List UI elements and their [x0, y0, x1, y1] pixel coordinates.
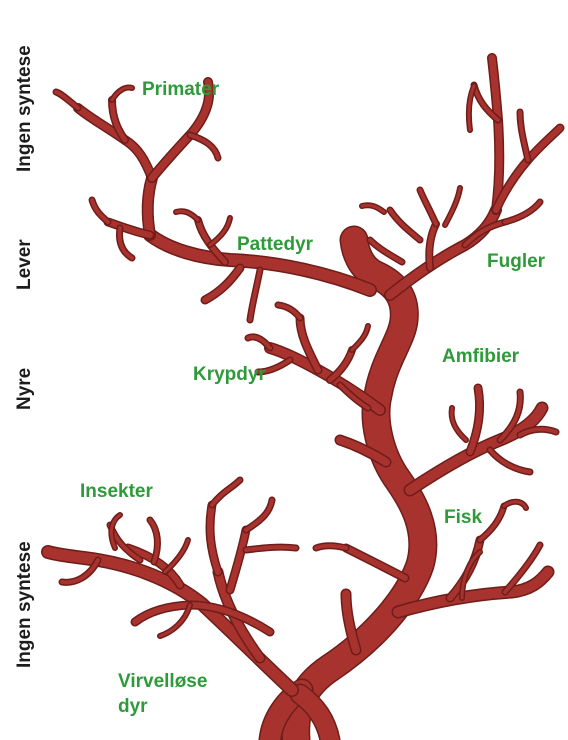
label-pattedyr: Pattedyr	[237, 233, 313, 258]
branch	[346, 548, 405, 578]
branch	[205, 268, 240, 300]
branch	[176, 211, 198, 220]
branch	[212, 480, 240, 505]
side-label-top: Ingen syntese	[14, 45, 36, 172]
label-virvellose: Virvelløse dyr	[118, 670, 207, 719]
label-krypdyr: Krypdyr	[193, 363, 266, 388]
tree-branches	[48, 58, 560, 740]
branch	[248, 337, 270, 348]
label-virvellose-line1: Virvelløse	[118, 670, 207, 695]
side-label-bottom: Ingen syntese	[14, 541, 36, 668]
branch	[445, 188, 460, 225]
branch	[230, 530, 246, 590]
branch	[270, 348, 380, 410]
label-fugler: Fugler	[487, 250, 545, 275]
label-amfibier: Amfibier	[442, 345, 519, 370]
branch	[420, 190, 436, 224]
side-label-nyre: Nyre	[14, 368, 36, 410]
branch	[316, 546, 346, 548]
label-primater: Primater	[142, 78, 219, 103]
branch	[148, 178, 152, 235]
branch	[390, 210, 420, 240]
label-insekter: Insekter	[80, 480, 153, 505]
side-label-lever: Lever	[14, 239, 36, 290]
label-virvellose-line2: dyr	[118, 695, 207, 720]
label-fisk: Fisk	[444, 506, 482, 531]
branch	[56, 92, 78, 108]
branch-outline	[490, 450, 530, 472]
